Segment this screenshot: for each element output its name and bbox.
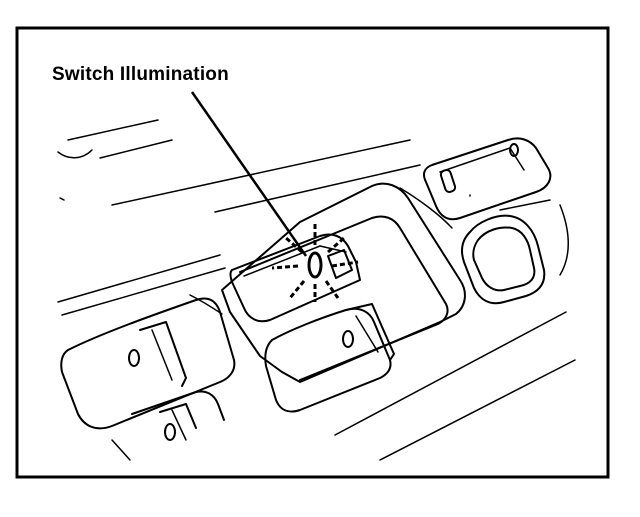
square-button <box>461 214 546 305</box>
lower-window-switch <box>264 303 395 413</box>
door-trim-lines <box>57 119 576 461</box>
illuminated-window-switch <box>229 224 361 323</box>
bottom-left-switch-indicator-icon <box>164 423 176 441</box>
left-window-switch <box>60 297 236 430</box>
bottom-left-switch <box>111 390 225 461</box>
illumination-lamp-icon <box>307 251 323 279</box>
lock-switch <box>423 137 552 221</box>
lock-switch-indicator-icon <box>509 143 519 157</box>
left-switch-indicator-icon <box>128 349 140 367</box>
lower-switch-indicator-icon <box>342 330 354 348</box>
callout-label: Switch Illumination <box>52 64 229 85</box>
light-rays-icon <box>271 224 359 302</box>
callout-leader-line <box>190 91 308 257</box>
lock-switch-slot-icon <box>439 169 457 193</box>
